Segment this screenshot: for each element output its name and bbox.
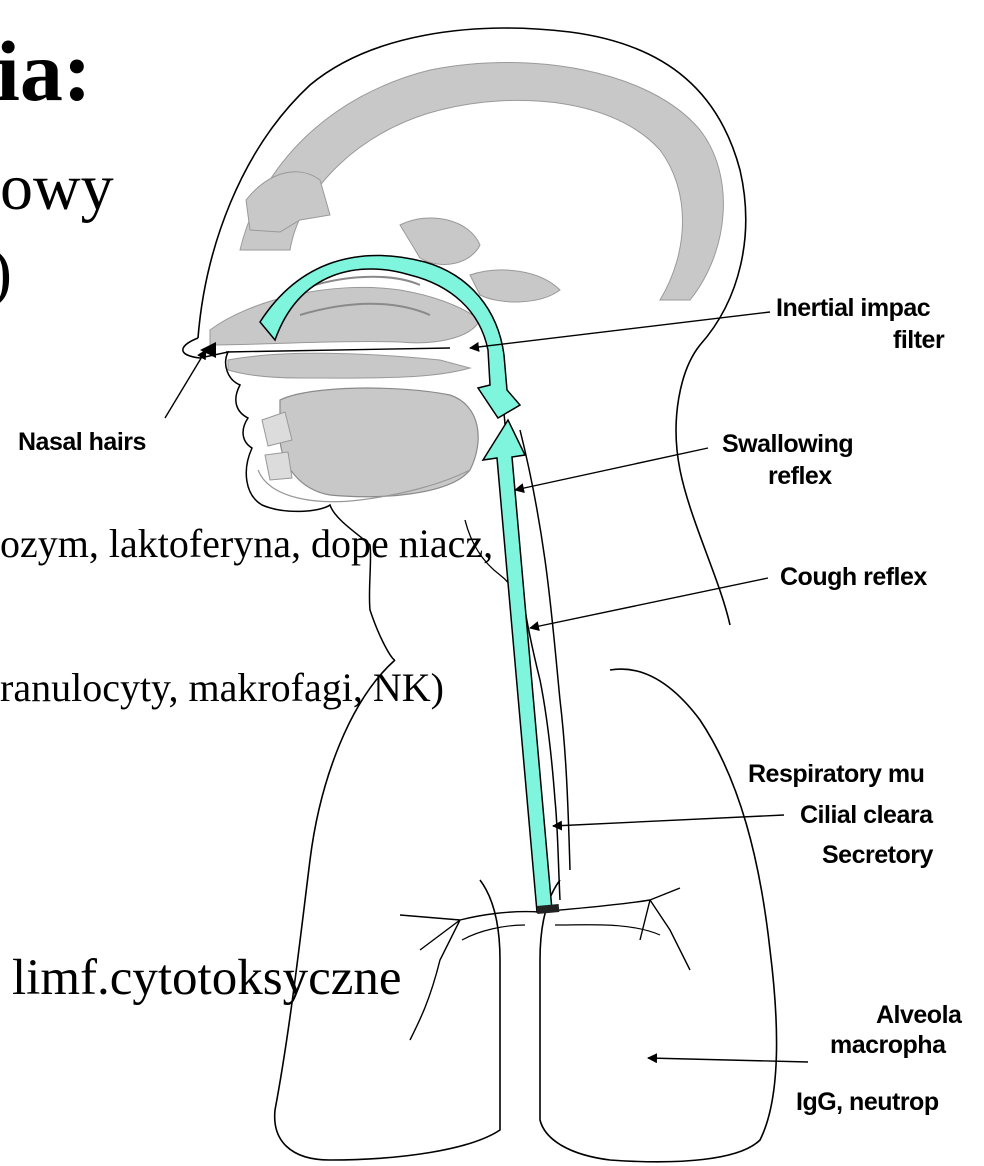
slide-text-line-5: ranulocyty, makrofagi, NK) bbox=[0, 668, 444, 708]
label-alveolar: Alveola bbox=[876, 1003, 961, 1028]
label-inertial-filter: filter bbox=[893, 328, 944, 353]
bronchial-tree-inner bbox=[462, 925, 660, 940]
sinus-area bbox=[246, 172, 330, 232]
skull-base bbox=[400, 218, 560, 302]
pointer-nasal-hairs bbox=[165, 350, 206, 418]
pointer-cilial bbox=[553, 815, 784, 826]
label-igg-neutrophils: IgG, neutrop bbox=[796, 1090, 939, 1115]
slide-text-line-6: limf.cytotoksyczne bbox=[12, 953, 401, 1004]
pointer-nasal-airflow bbox=[226, 348, 450, 352]
slide-text-line-4: ozym, laktoferyna, dopeniacz, bbox=[0, 524, 493, 564]
nasal-cavity bbox=[210, 287, 480, 345]
label-nasal-hairs: Nasal hairs bbox=[18, 430, 146, 455]
right-lung-outline bbox=[540, 669, 777, 1162]
left-lung-outline bbox=[275, 660, 500, 1160]
label-inertial-impaction: Inertial impac bbox=[776, 296, 930, 321]
label-macrophages: macropha bbox=[830, 1033, 945, 1058]
pointer-inertial bbox=[470, 312, 770, 348]
tongue bbox=[280, 388, 478, 497]
slide-text-line-3: ) bbox=[0, 240, 12, 306]
slide-title: ia: bbox=[0, 28, 92, 114]
label-respiratory-mucus: Respiratory mu bbox=[748, 762, 924, 787]
slide-text-line-2: owy bbox=[0, 155, 114, 221]
slide-text-line-4-b: niacz, bbox=[399, 521, 493, 566]
label-cough-reflex: Cough reflex bbox=[780, 565, 927, 590]
pointer-alveolar bbox=[648, 1058, 808, 1062]
label-swallowing-reflex: reflex bbox=[768, 464, 832, 489]
slide-text-line-5-b: K) bbox=[402, 665, 444, 710]
slide-text-line-5-a: ranulocyty, makrofagi, N bbox=[0, 665, 402, 710]
label-swallowing: Swallowing bbox=[722, 432, 853, 457]
pointer-cough bbox=[530, 578, 768, 628]
label-secretory: Secretory bbox=[822, 843, 933, 868]
label-cilial-clearance: Cilial cleara bbox=[800, 803, 932, 828]
straight-arrow bbox=[483, 420, 552, 912]
slide-text-line-4-a: ozym, laktoferyna, dope bbox=[0, 521, 389, 566]
palate bbox=[228, 353, 470, 378]
